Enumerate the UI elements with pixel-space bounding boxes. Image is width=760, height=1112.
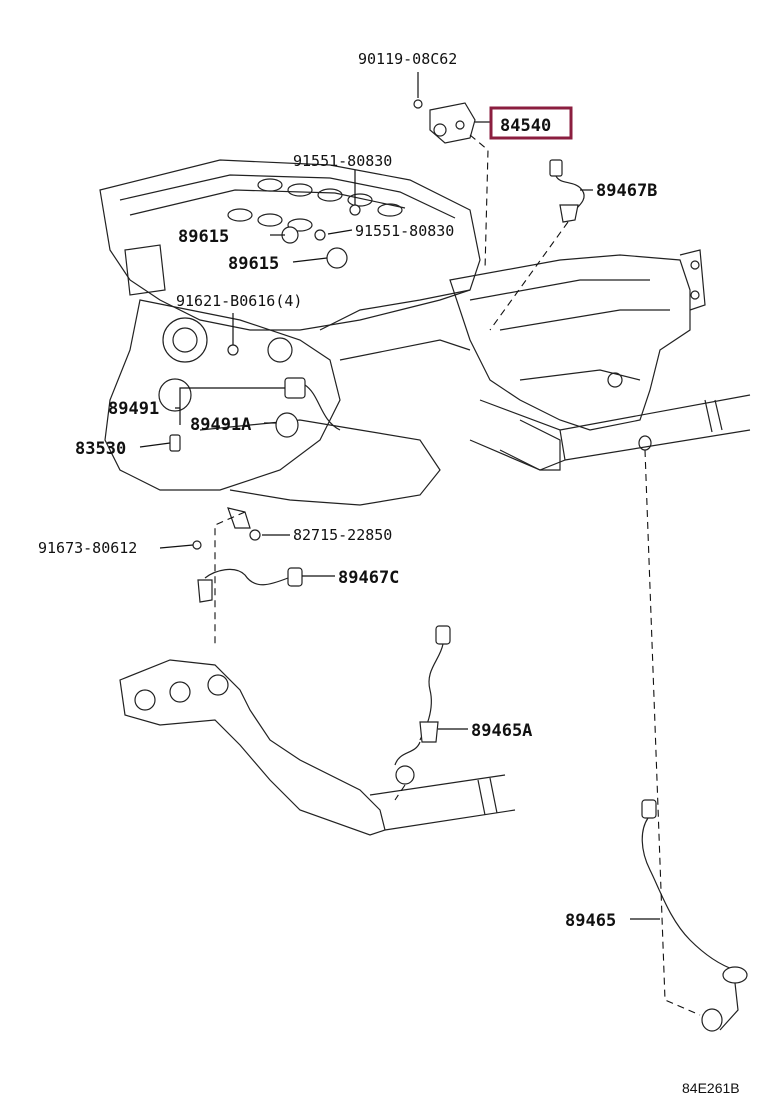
callout-82715-22850[interactable]: 82715-22850 (293, 526, 392, 544)
callout-84540[interactable]: 84540 (500, 116, 551, 136)
callout-89491[interactable]: 89491 (108, 399, 159, 419)
callout-91551-80830-right[interactable]: 91551-80830 (355, 222, 454, 240)
dashed-guides (214, 134, 701, 1016)
transmission-illustration (449, 249, 706, 471)
leader-lines (139, 72, 660, 920)
engine-illustration (99, 159, 481, 506)
callout-89491a[interactable]: 89491A (190, 415, 251, 435)
bolt-90119-icon (413, 99, 423, 109)
callout-90119-08c62[interactable]: 90119-08C62 (358, 50, 457, 68)
oil-pressure-switch-83530 (169, 434, 181, 452)
crank-sensor-89491 (275, 377, 341, 438)
callout-91673-80612[interactable]: 91673-80612 (38, 539, 137, 557)
callout-91621-b0616[interactable]: 91621-B0616(4) (176, 292, 302, 310)
callout-89465a[interactable]: 89465A (471, 721, 532, 741)
callout-83530[interactable]: 83530 (75, 439, 126, 459)
callout-89467c[interactable]: 89467C (338, 568, 399, 588)
callout-89615-lower[interactable]: 89615 (228, 254, 279, 274)
knock-sensor-parts (227, 204, 361, 356)
oxygen-sensor-89467b (549, 159, 585, 223)
diagram-code: 84E261B (682, 1080, 740, 1096)
highlight-box-84540 (489, 106, 573, 140)
camshaft-sensor-84540 (429, 102, 476, 144)
callout-89615-upper[interactable]: 89615 (178, 227, 229, 247)
callout-89467b[interactable]: 89467B (596, 181, 657, 201)
oxygen-sensor-89465 (641, 799, 748, 1032)
callout-89465[interactable]: 89465 (565, 911, 616, 931)
exhaust-pipe-rear (469, 394, 751, 471)
callout-91551-80830-top[interactable]: 91551-80830 (293, 152, 392, 170)
oxygen-sensor-89467c (192, 507, 303, 603)
front-catalytic-converter (119, 659, 516, 836)
oxygen-sensor-89465a (394, 625, 451, 785)
